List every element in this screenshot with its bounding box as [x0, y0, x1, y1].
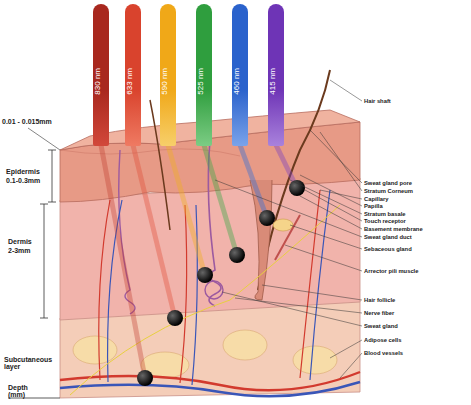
light-beam: 590 nm	[160, 4, 176, 146]
part-label: Sweat gland pore	[364, 180, 469, 186]
penetration-dot	[259, 210, 275, 226]
wavelength-label: 590 nm	[160, 56, 169, 95]
part-label: Basement membrane	[364, 226, 469, 232]
wavelength-label: 415 nm	[268, 56, 277, 95]
light-beam: 415 nm	[268, 4, 284, 146]
blood-vessel	[60, 372, 360, 390]
penetration-dot	[197, 267, 213, 283]
dimension-label: Epidermis	[6, 168, 50, 175]
leader-line	[340, 353, 362, 378]
adipose-cell	[293, 346, 337, 374]
light-trace	[101, 145, 145, 378]
light-beam: 460 nm	[232, 4, 248, 146]
leader-line	[28, 128, 60, 150]
part-label: Stratum basale	[364, 211, 469, 217]
part-label: Sweat gland duct	[364, 234, 469, 240]
part-label: Sebaceous gland	[364, 246, 469, 252]
leader-line	[290, 180, 362, 214]
part-label: Blood vessels	[364, 350, 469, 356]
light-beam: 830 nm	[93, 4, 109, 146]
part-label: Capillary	[364, 196, 469, 202]
leader-line	[320, 132, 362, 191]
part-label: Nerve fiber	[364, 310, 469, 316]
light-trace	[133, 145, 175, 318]
part-label: Adipose cells	[364, 337, 469, 343]
leader-line	[222, 292, 362, 326]
arrector-pili-muscle	[275, 215, 300, 260]
dimension-bracket	[40, 204, 48, 318]
dimension-label: 0.1-0.3mm	[6, 177, 50, 184]
nerve-fiber	[70, 205, 340, 395]
dimension-label: 0.01 - 0.015mm	[2, 118, 82, 125]
adipose-cell	[73, 336, 117, 364]
light-trace	[240, 145, 267, 218]
light-beam: 633 nm	[125, 4, 141, 146]
capillary	[99, 190, 320, 383]
leader-line	[330, 340, 362, 358]
penetration-dot	[167, 310, 183, 326]
leader-line	[330, 80, 362, 101]
part-label: Sweat gland	[364, 323, 469, 329]
part-label: Hair shaft	[364, 98, 469, 104]
wavelength-label: 525 nm	[196, 56, 205, 95]
part-label: Hair follicle	[364, 297, 469, 303]
leader-line	[310, 130, 362, 183]
leader-line	[305, 190, 362, 221]
adipose-cell	[223, 330, 267, 360]
leader-line	[300, 175, 362, 206]
part-label: Stratum Corneum	[364, 188, 469, 194]
penetration-dot	[289, 180, 305, 196]
part-label: Touch receptor	[364, 218, 469, 224]
penetration-dot	[229, 247, 245, 263]
leader-line	[262, 285, 362, 300]
dimension-label: Depth (mm)	[8, 384, 38, 399]
light-trace	[168, 145, 205, 275]
leader-line	[285, 245, 362, 271]
part-label: Papilla	[364, 203, 469, 209]
dimension-label: 2-3mm	[8, 247, 42, 254]
dimension-label: Dermis	[8, 238, 42, 245]
leader-line	[320, 190, 362, 199]
leader-line	[215, 180, 362, 237]
dimension-bracket	[48, 150, 56, 202]
light-beam: 525 nm	[196, 4, 212, 146]
dimension-label: Subcutaneous layer	[4, 356, 60, 371]
wavelength-label: 633 nm	[125, 56, 134, 95]
wavelength-label: 460 nm	[232, 56, 241, 95]
stratum-line	[60, 149, 240, 156]
blood-vessel	[60, 382, 360, 396]
part-label: Arrector pili muscle	[364, 268, 469, 274]
penetration-dot	[137, 370, 153, 386]
sweat-gland	[205, 281, 223, 299]
leader-line	[300, 196, 362, 229]
light-trace	[204, 145, 237, 255]
wavelength-label: 830 nm	[93, 56, 102, 95]
leader-line	[290, 225, 362, 249]
